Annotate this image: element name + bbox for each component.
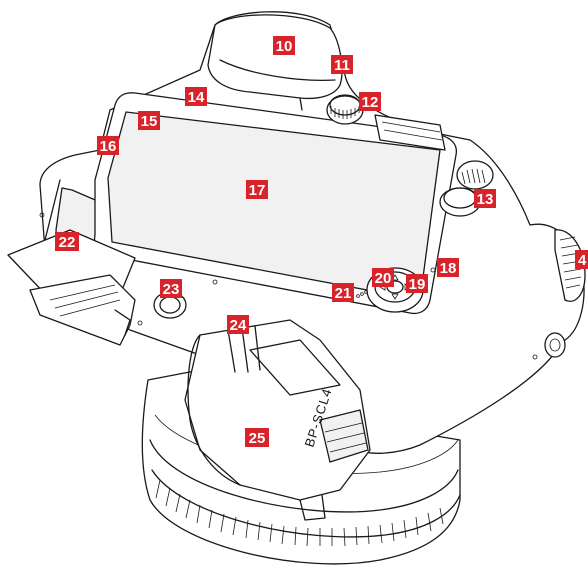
strap-lug — [544, 332, 566, 358]
callout-19: 19 — [406, 274, 428, 293]
svg-text:19: 19 — [409, 276, 426, 293]
controls — [39, 94, 586, 360]
callout-4: 4 — [575, 250, 588, 269]
callout-20: 20 — [372, 268, 394, 287]
callout-23: 23 — [160, 279, 182, 298]
callout-17: 17 — [246, 180, 268, 199]
rear-screen — [93, 92, 458, 315]
callout-10: 10 — [273, 36, 295, 55]
svg-text:12: 12 — [362, 94, 379, 111]
svg-text:11: 11 — [334, 57, 350, 74]
callout-14: 14 — [185, 87, 207, 106]
svg-text:16: 16 — [100, 138, 117, 155]
svg-text:24: 24 — [230, 317, 247, 334]
body-screws — [39, 212, 538, 360]
speaker-holes — [356, 290, 368, 298]
svg-text:10: 10 — [276, 38, 293, 55]
callout-11: 11 — [331, 55, 353, 74]
svg-text:4: 4 — [578, 252, 587, 269]
status-led — [430, 267, 436, 273]
svg-text:18: 18 — [440, 260, 457, 277]
callout-25: 25 — [245, 428, 269, 447]
battery: BP-SCL4 — [184, 319, 371, 521]
svg-text:13: 13 — [477, 191, 494, 208]
thumb-dial — [326, 94, 364, 125]
callout-22: 22 — [55, 232, 79, 251]
viewfinder-housing — [207, 14, 343, 111]
svg-text:17: 17 — [249, 182, 266, 199]
rear-dial — [554, 229, 586, 302]
callout-12: 12 — [359, 92, 381, 111]
svg-text:21: 21 — [335, 285, 352, 302]
hot-shoe — [374, 114, 446, 151]
callout-13: 13 — [474, 189, 496, 208]
lens-grip-ring — [155, 479, 444, 547]
svg-text:20: 20 — [375, 270, 392, 287]
svg-text:25: 25 — [249, 430, 266, 447]
svg-text:14: 14 — [188, 89, 205, 106]
callout-15: 15 — [138, 111, 160, 130]
svg-text:23: 23 — [163, 281, 180, 298]
side-dial — [456, 160, 494, 190]
callout-21: 21 — [332, 283, 354, 302]
callout-24: 24 — [227, 315, 249, 334]
svg-text:15: 15 — [141, 113, 158, 130]
svg-text:22: 22 — [59, 234, 76, 251]
card-slot-door — [7, 229, 136, 346]
callout-16: 16 — [97, 136, 119, 155]
callout-18: 18 — [437, 258, 459, 277]
